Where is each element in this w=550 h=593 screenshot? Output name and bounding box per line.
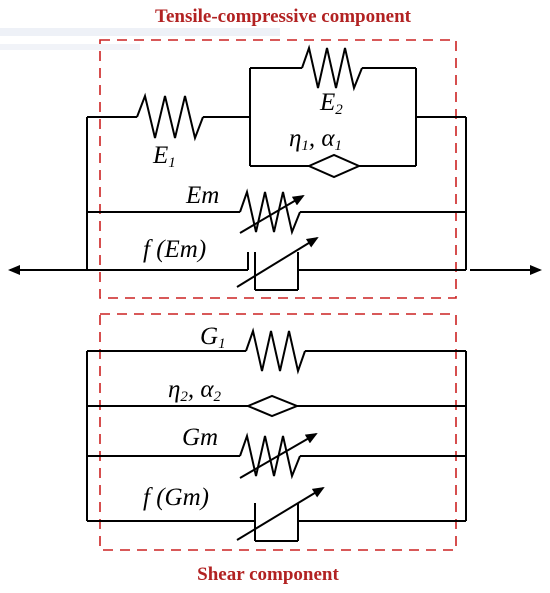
label-f-em: f (Em) bbox=[143, 236, 206, 263]
spring-e2 bbox=[301, 44, 363, 92]
ghost-artifact bbox=[0, 28, 280, 50]
spring-e1 bbox=[136, 92, 204, 142]
label-eta1-alpha1: η1, α1 bbox=[289, 125, 342, 154]
label-eta2-alpha2: η2, α2 bbox=[168, 376, 222, 405]
variable-spring-em bbox=[239, 188, 301, 236]
shear-component-title: Shear component bbox=[197, 564, 339, 585]
label-gm: Gm bbox=[182, 424, 218, 451]
dashpot-eta2 bbox=[245, 394, 300, 418]
label-g1: G1 bbox=[200, 323, 226, 352]
dashpot-eta1 bbox=[306, 153, 362, 179]
label-e1: E1 bbox=[152, 142, 176, 171]
label-em: Em bbox=[185, 182, 219, 209]
shear-component-box bbox=[99, 313, 457, 551]
label-f-gm: f (Gm) bbox=[143, 484, 209, 511]
tensile-component-title: Tensile-compressive component bbox=[155, 6, 412, 27]
variable-spring-gm bbox=[239, 432, 301, 480]
tensile-component-box bbox=[99, 39, 457, 299]
tensile-branch bbox=[86, 44, 467, 291]
spring-g1 bbox=[245, 327, 306, 375]
shear-branch bbox=[86, 327, 467, 542]
label-e2: E2 bbox=[319, 89, 343, 118]
